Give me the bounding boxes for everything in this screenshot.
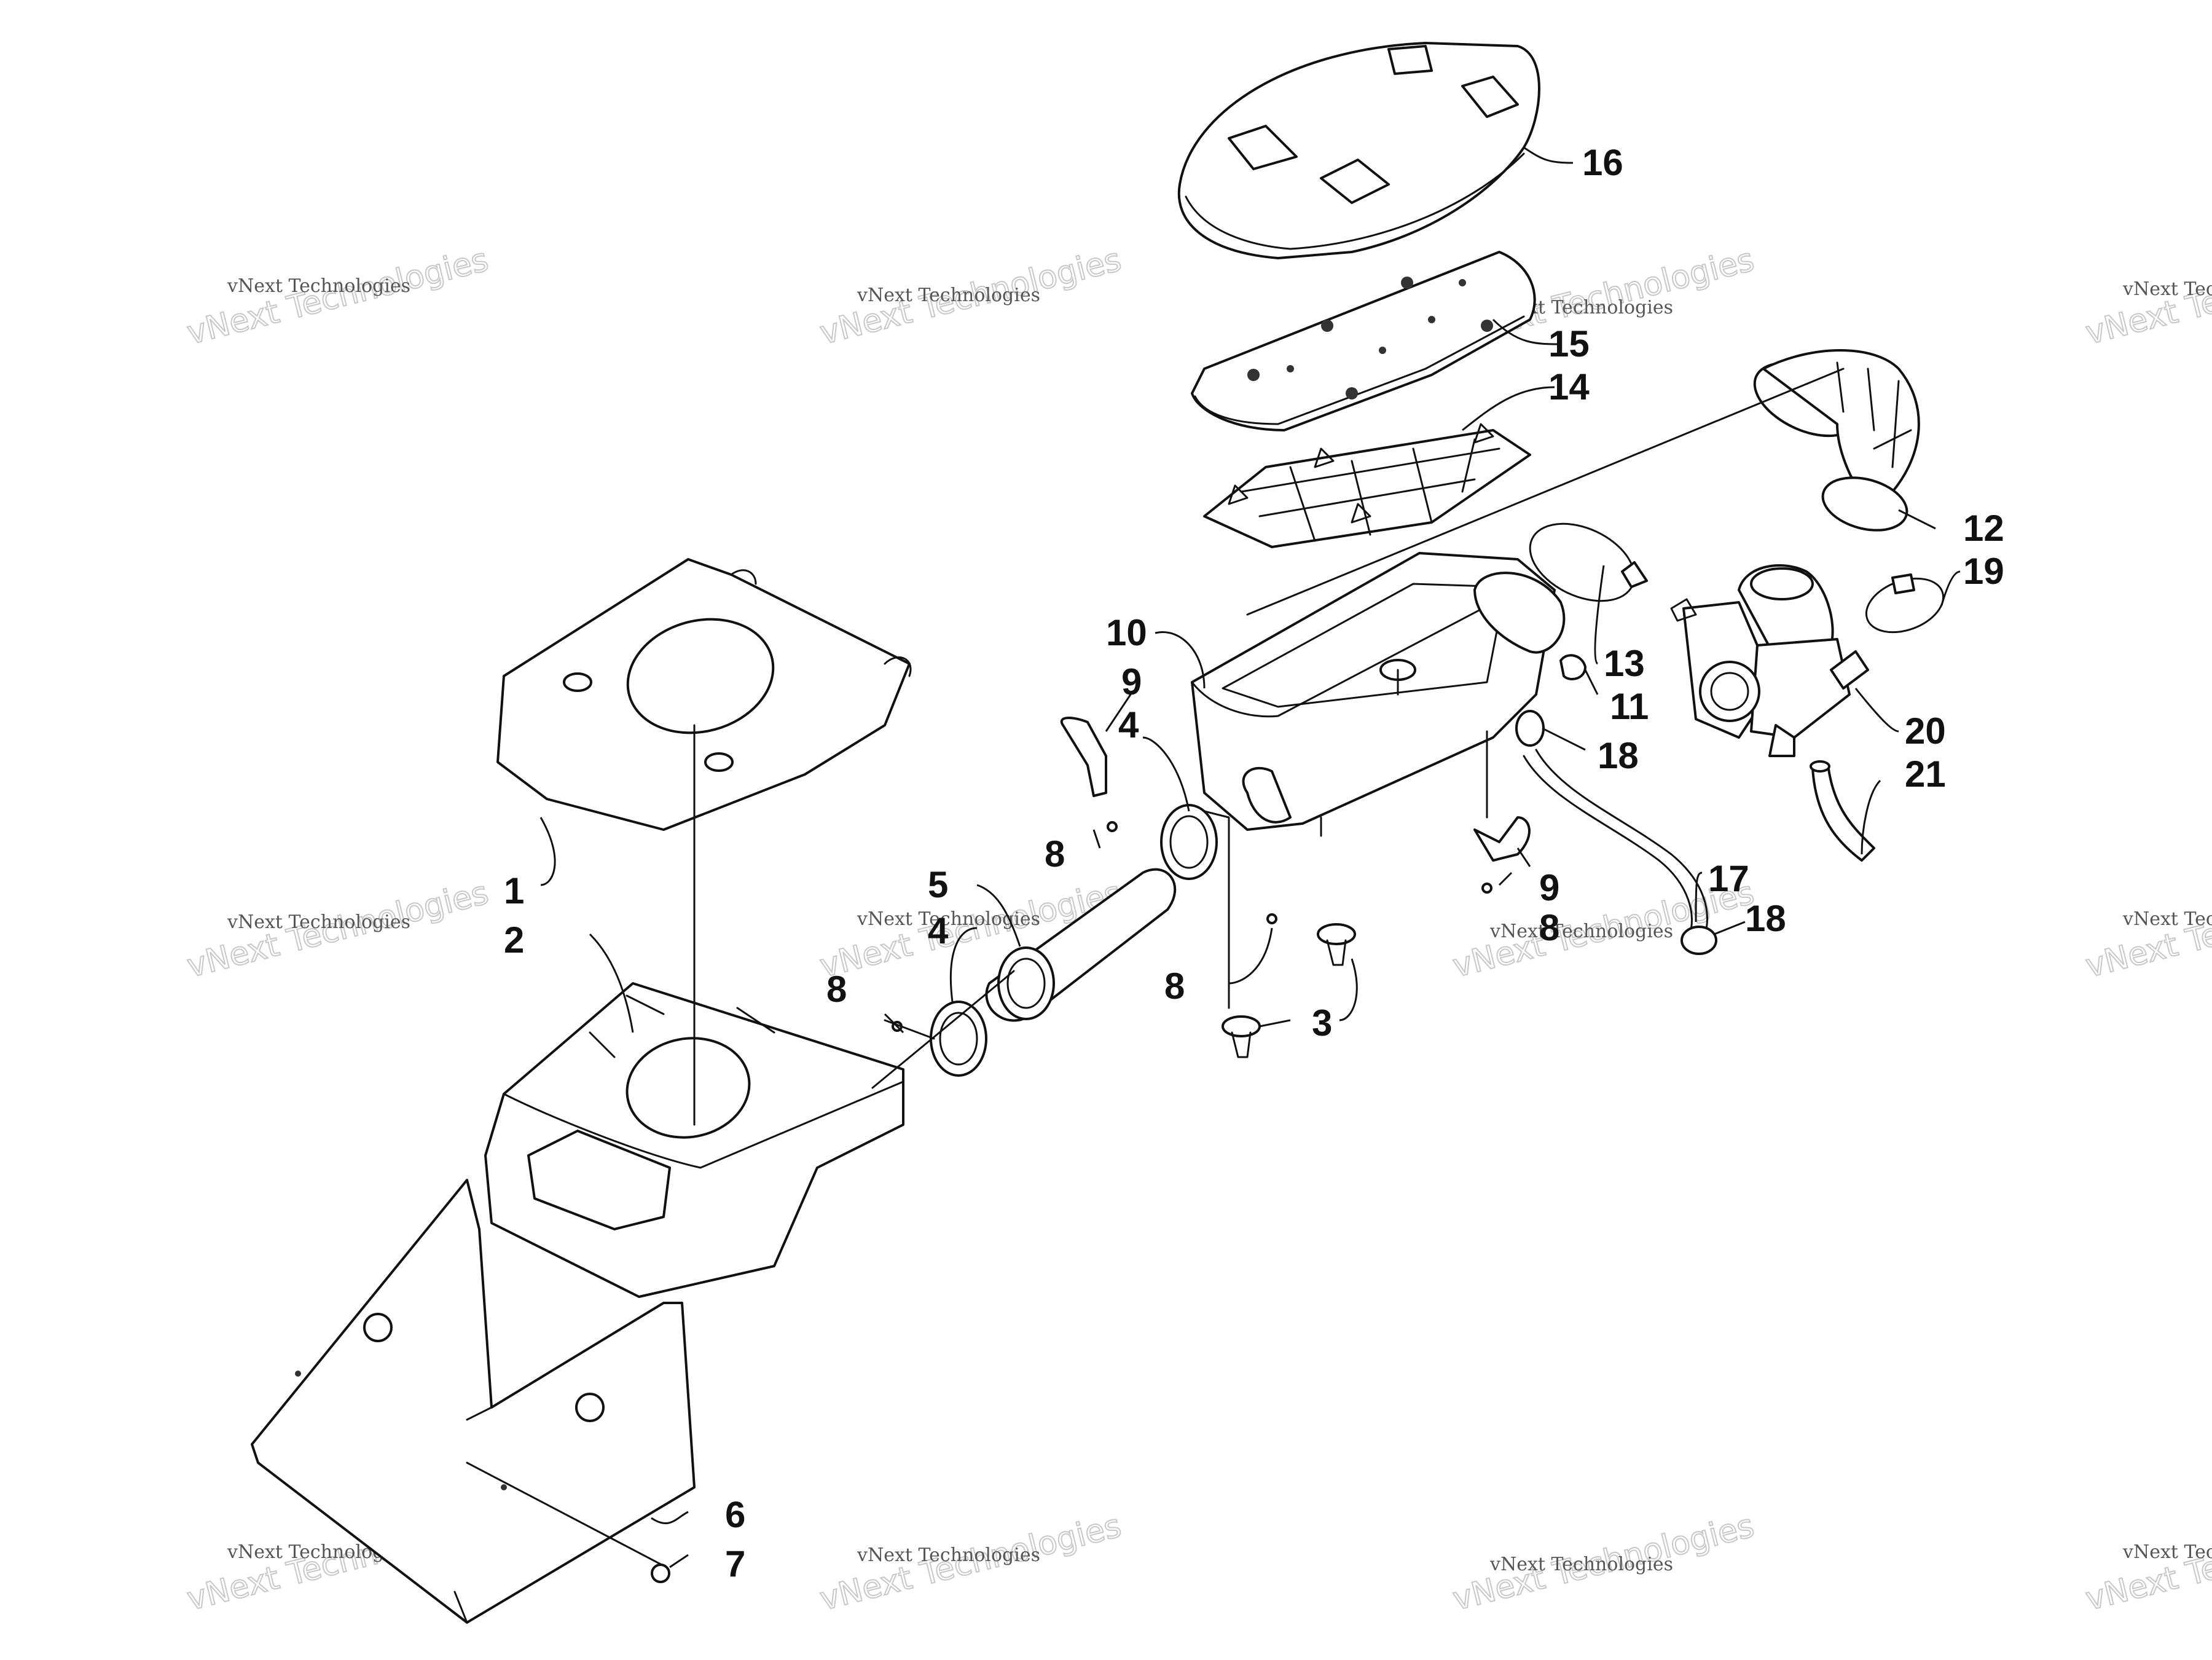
part-12-intake-boot (1753, 349, 1920, 532)
part-8-screw (1107, 821, 1118, 832)
callout-20: 20 (1905, 710, 1946, 752)
part-1-lid (496, 558, 912, 831)
part-11-clip (1559, 654, 1586, 680)
callout-7: 7 (725, 1543, 745, 1584)
callout-labels: 16 15 14 12 19 10 13 9 11 4 20 18 21 8 1… (504, 142, 2004, 1584)
part-7-rivet (651, 1564, 670, 1583)
callout-2: 2 (504, 919, 524, 961)
part-17-drain-hose (1523, 749, 1708, 935)
watermark-small-text: vNext Technologies (227, 275, 410, 297)
callout-12: 12 (1963, 508, 2004, 549)
watermark-small-text: vNext Technologies (857, 285, 1040, 306)
callout-17: 17 (1708, 858, 1749, 899)
watermark-small-text: vNext Technologies (227, 911, 410, 933)
part-8-screw (1266, 913, 1277, 924)
callout-21: 21 (1905, 753, 1946, 795)
part-3-grommet-left (1222, 1015, 1261, 1058)
callout-6: 6 (725, 1494, 745, 1535)
part-6-heat-shield (251, 1179, 696, 1624)
callout-4-lower: 4 (928, 910, 949, 951)
callout-8-top: 8 (1045, 833, 1065, 875)
callout-14: 14 (1548, 366, 1590, 407)
part-9-bracket-right (1473, 816, 1531, 862)
watermark-small-text: vNext Technologies (1489, 1554, 1673, 1575)
part-13-clamp (1529, 522, 1648, 602)
watermark-small-text: vNext Technologies (2122, 908, 2212, 930)
part-4-coupler-lower (930, 1001, 987, 1077)
part-18-hose-clip-upper (1515, 710, 1545, 747)
callout-9-right: 9 (1539, 867, 1559, 908)
part-18-hose-clip-lower (1681, 926, 1717, 955)
part-14-filter-grid (1203, 423, 1531, 548)
callout-8-right: 8 (1539, 907, 1559, 948)
leader-lines (466, 146, 1961, 1568)
part-4-coupler-upper (1160, 804, 1218, 880)
part-3-grommet-right (1317, 923, 1356, 966)
callout-18-upper: 18 (1598, 735, 1639, 776)
callout-9-left: 9 (1121, 661, 1142, 702)
callout-1: 1 (504, 870, 524, 911)
part-15-foam-filter (1191, 251, 1536, 431)
callout-13: 13 (1604, 643, 1645, 684)
callout-10: 10 (1106, 612, 1147, 653)
callout-11: 11 (1610, 686, 1649, 727)
watermark-small-text: vNext Technologies (2122, 1541, 2212, 1563)
part-10-airbox-housing (1191, 552, 1566, 837)
callout-3: 3 (1312, 1002, 1332, 1044)
callout-15: 15 (1548, 323, 1590, 364)
callout-8-mid: 8 (1164, 966, 1185, 1007)
part-16-airbox-cover (1177, 42, 1540, 259)
callout-16: 16 (1582, 142, 1623, 183)
callout-5: 5 (928, 864, 948, 905)
watermark-small-text: vNext Technologies (1489, 921, 1673, 942)
watermark-small-text: vNext Technologies (2122, 278, 2212, 300)
callout-18-lower: 18 (1745, 898, 1786, 939)
part-5-intake-duct (985, 868, 1177, 1022)
part-2-lower-airbox (484, 982, 904, 1298)
part-8-screw (1481, 883, 1492, 894)
callout-4-upper: 4 (1118, 704, 1139, 745)
part-21-hose (1810, 760, 1875, 862)
part-9-bracket-left (1060, 717, 1107, 797)
part-20-carburetor (1670, 564, 1869, 757)
callout-19: 19 (1963, 551, 2004, 592)
watermark-small-text: vNext Technologies (857, 1544, 1040, 1566)
callout-8-left: 8 (826, 969, 847, 1010)
part-19-clamp (1865, 573, 1945, 634)
